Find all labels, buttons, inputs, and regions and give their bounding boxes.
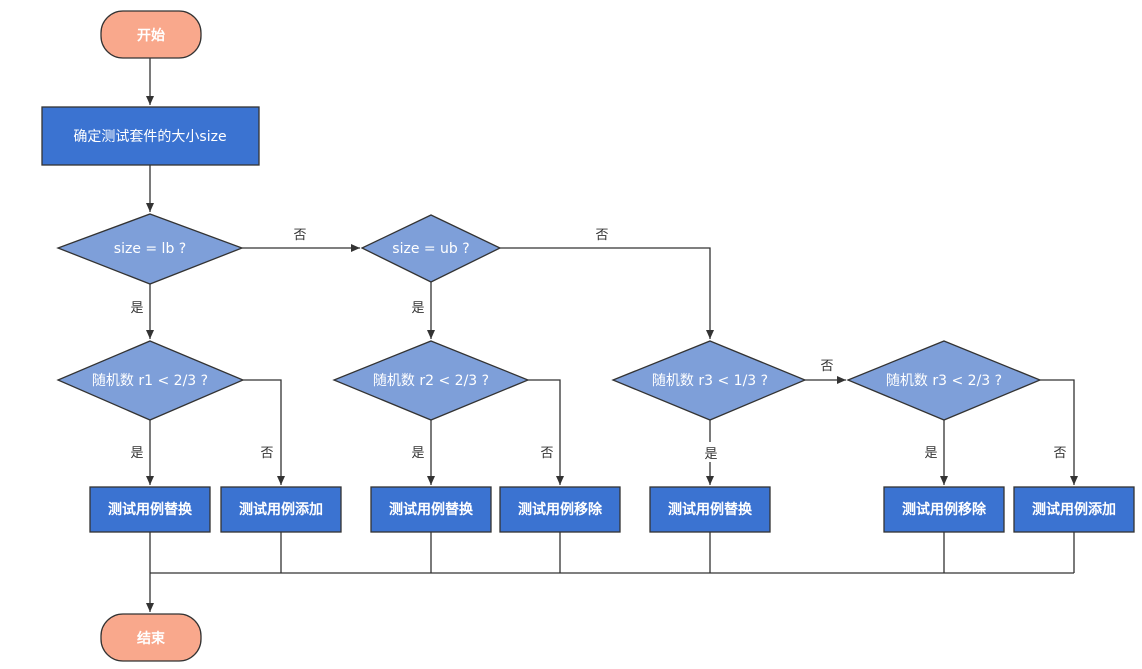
connectors [146,58,1078,612]
decision-r3b-label: 随机数 r3 < 2/3 ? [886,373,1002,389]
decision-size-lb: size = lb ? [56,213,244,285]
start-node: 开始 [100,10,202,59]
label-r3b-yes: 是 [924,446,937,461]
process-add-4-label: 测试用例添加 [1032,501,1116,518]
start-label: 开始 [137,27,165,44]
determine-size-node: 确定测试套件的大小size [41,106,260,166]
process-remove-4-label: 测试用例移除 [902,501,987,518]
decision-r3a-label: 随机数 r3 < 1/3 ? [652,373,768,389]
label-lb-yes: 是 [130,301,143,316]
decision-r3b: 随机数 r3 < 2/3 ? [846,340,1042,421]
process-replace-1-label: 测试用例替换 [108,501,193,518]
process-replace-1: 测试用例替换 [89,486,211,533]
edge-ub-no [500,247,714,339]
process-add-4: 测试用例添加 [1013,486,1135,533]
label-r3a-yes: 是 [704,447,717,462]
label-r1-yes: 是 [130,446,143,461]
label-r1-no: 否 [260,446,273,461]
process-remove-4: 测试用例移除 [883,486,1005,533]
decision-r2: 随机数 r2 < 2/3 ? [332,340,530,421]
process-remove-2-label: 测试用例移除 [518,501,603,518]
end-label: 结束 [137,630,166,647]
decision-size-ub-label: size = ub ? [392,241,469,257]
label-ub-yes: 是 [411,301,424,316]
decision-size-lb-label: size = lb ? [114,241,186,257]
edge-labels: 否 否 是 是 是 否 是 否 否 是 是 否 [130,228,1066,462]
label-r3a-no: 否 [820,359,833,374]
label-ub-no: 否 [595,228,608,243]
decision-r2-label: 随机数 r2 < 2/3 ? [373,373,489,389]
process-remove-2: 测试用例移除 [499,486,621,533]
label-r2-yes: 是 [411,446,424,461]
process-add-1: 测试用例添加 [220,486,342,533]
label-r2-no: 否 [540,446,553,461]
edge-r1-no [243,379,285,485]
decision-size-ub: size = ub ? [360,214,502,283]
label-lb-no: 否 [293,228,306,243]
process-replace-2-label: 测试用例替换 [389,501,474,518]
label-r3b-no: 否 [1053,446,1066,461]
edge-r3b-no [1040,379,1078,485]
process-replace-2: 测试用例替换 [370,486,492,533]
end-node: 结束 [100,613,202,662]
process-add-1-label: 测试用例添加 [239,501,323,518]
decision-r1-label: 随机数 r1 < 2/3 ? [92,373,208,389]
decision-r1: 随机数 r1 < 2/3 ? [56,340,245,421]
edge-r2-no [528,379,564,485]
decision-r3a: 随机数 r3 < 1/3 ? [611,340,807,421]
process-replace-3: 测试用例替换 [649,486,771,533]
process-replace-3-label: 测试用例替换 [668,501,753,518]
determine-size-label: 确定测试套件的大小size [73,129,226,145]
